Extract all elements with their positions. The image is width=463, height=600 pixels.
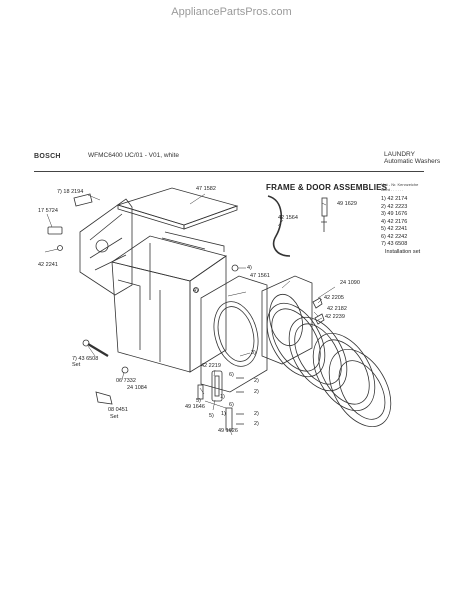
callout-491626: 49 1626 — [218, 428, 238, 434]
callout-set: Set — [72, 362, 81, 368]
hinge-parts-drawing — [197, 370, 244, 431]
callout-ref-4: 4) — [247, 265, 252, 271]
callout-182194: 7) 18 2194 — [57, 189, 84, 195]
top-panel-drawing — [116, 187, 239, 230]
leader-lines — [44, 193, 336, 436]
legend-item: 3) 49 1676 — [381, 211, 408, 217]
legend-item: 5) 42 2241 — [381, 226, 408, 232]
callout-ref-4: 4) — [193, 288, 198, 294]
callout-ref-3: 3) — [251, 350, 256, 356]
legend-item: 4) 42 2176 — [381, 218, 408, 225]
small-hardware-drawing — [47, 193, 328, 405]
callout-422219: 42 2219 — [201, 363, 221, 369]
legend-item: Installation set — [385, 248, 421, 255]
callout-471561: 47 1561 — [250, 273, 270, 279]
brand-label: BOSCH — [34, 153, 61, 160]
model-label: WFMC6400 UC/01 - V01, white — [88, 152, 180, 159]
callout-ref-5: 5) — [209, 413, 214, 419]
legend-head-1: Mat - Nr. Kennzeiche — [381, 182, 419, 187]
callout-422205: 42 2205 — [324, 295, 344, 301]
header-rule — [34, 171, 424, 172]
callout-241090: 24 1090 — [340, 280, 360, 286]
cabinet-drawing — [111, 231, 227, 373]
legend-item: 7) 43 6508 — [381, 241, 408, 247]
callout-491646: 49 1646 — [185, 404, 205, 410]
callout-080451: 08 0451 — [108, 407, 128, 413]
callout-421564: 42 1564 — [278, 215, 298, 221]
callout-175724: 17 5724 — [38, 208, 58, 214]
front-frame-drawing — [200, 275, 268, 393]
callout-ref-2: 2) — [254, 378, 259, 384]
callout-ref-5: 5) — [196, 398, 201, 404]
callout-ref-6: 6) — [229, 402, 234, 408]
callout-ref-1: 1) — [221, 411, 226, 417]
callout-422241: 42 2241 — [38, 262, 58, 268]
callout-ref-1: 1) — [220, 394, 225, 400]
legend-item: 6) 42 2242 — [381, 233, 408, 240]
callout-ref-2: 2) — [254, 389, 259, 395]
category-line1: LAUNDRY — [384, 151, 415, 158]
category-line2: Automatic Washers — [384, 158, 441, 165]
callout-422239: 42 2239 — [325, 314, 345, 320]
legend-head-2: Ident . . . . . . — [381, 187, 404, 192]
section-title: FRAME & DOOR ASSEMBLIES — [266, 183, 388, 192]
hose-drawing — [267, 195, 291, 257]
callout-set: Set — [110, 414, 119, 420]
door-rings-drawing — [266, 302, 392, 428]
watermark: AppliancePartsPros.com — [171, 6, 292, 18]
legend-item: 2) 42 2223 — [381, 203, 408, 210]
callout-067332: 06 7332 — [116, 378, 136, 384]
rear-frame-drawing — [79, 198, 133, 296]
callout-ref-6: 6) — [229, 372, 234, 378]
callout-436508: 7) 43 6508 — [72, 356, 99, 362]
callout-491629: 49 1629 — [337, 201, 357, 207]
callout-241084: 24 1084 — [127, 385, 147, 391]
callout-ref-2: 2) — [254, 421, 259, 427]
gasket-plate-drawing — [261, 275, 313, 365]
callout-471582: 47 1582 — [196, 186, 216, 192]
callout-ref-2: 2) — [254, 411, 259, 417]
legend-item: 1) 42 2174 — [381, 196, 408, 202]
callout-422182: 42 2182 — [327, 306, 347, 312]
